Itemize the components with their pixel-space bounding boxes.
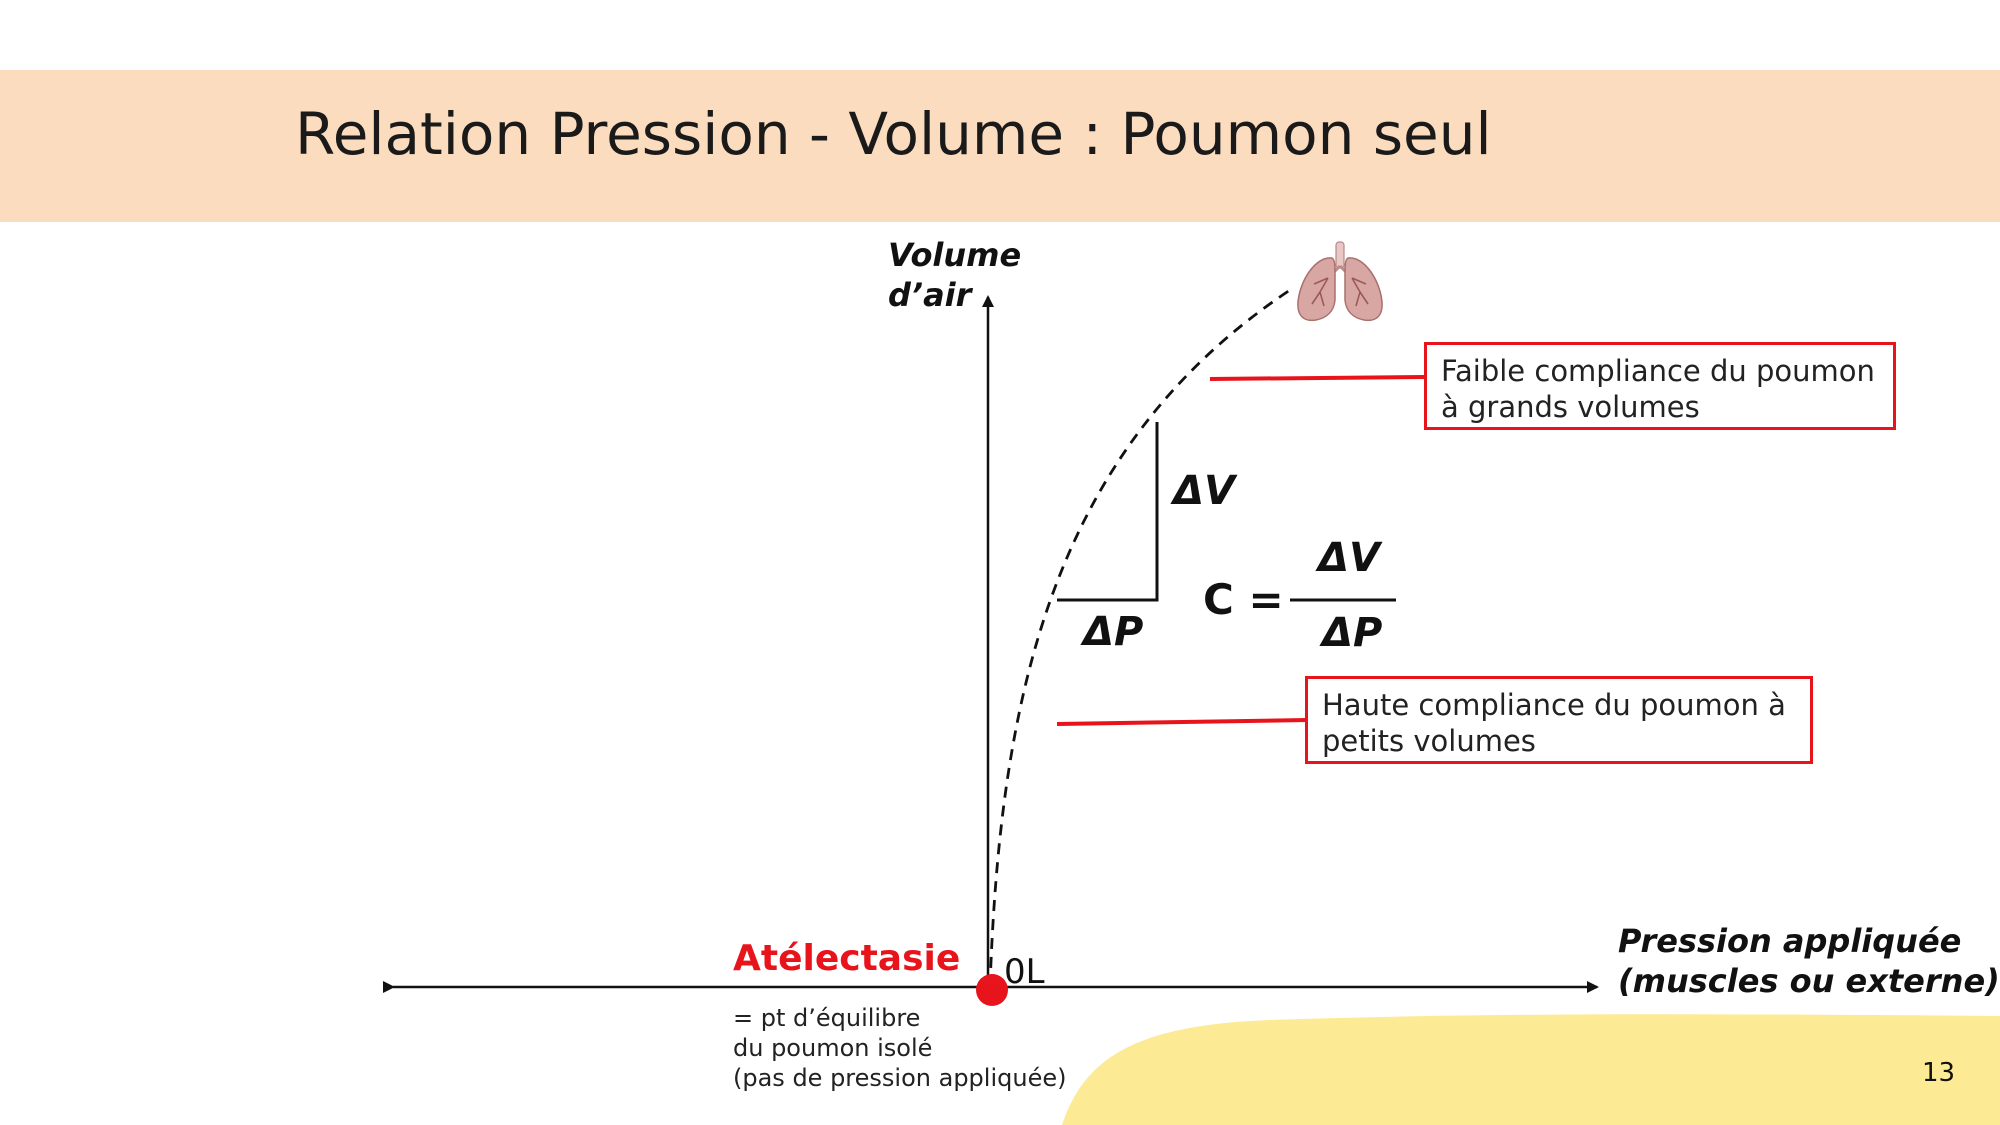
lungs-icon [1297, 241, 1383, 322]
atelectasie-label: Atélectasie [733, 938, 961, 979]
x-axis-label: Pression appliquée (muscles ou externe) [1618, 921, 2000, 1001]
y-axis-label-line2: d’air [888, 276, 972, 314]
callout-arrow-low-volume [1056, 711, 1322, 728]
formula-lhs: C = [1203, 575, 1284, 624]
slope-triangle [1057, 422, 1159, 602]
y-axis-label-line1: Volume [888, 236, 1022, 274]
formula-denominator: ΔP [1322, 610, 1383, 656]
page-number: 13 [1922, 1058, 1956, 1088]
formula-numerator: ΔV [1318, 535, 1380, 581]
equilibrium-description: = pt d’équilibre du poumon isolé (pas de… [733, 1003, 1066, 1093]
x-axis-label-line1: Pression appliquée [1618, 922, 1962, 960]
delta-p-label: ΔP [1083, 609, 1144, 655]
compliance-curve [988, 288, 1291, 988]
delta-v-label: ΔV [1173, 468, 1235, 514]
callout-arrow-high-volume [1209, 368, 1440, 385]
x-axis-label-line2: (muscles ou externe) [1618, 962, 2000, 1000]
callout-low-volume: Haute compliance du poumon à petits volu… [1305, 676, 1813, 764]
equilibrium-line3: (pas de pression appliquée) [733, 1064, 1067, 1092]
equilibrium-point [976, 974, 1008, 1006]
equilibrium-line1: = pt d’équilibre [733, 1004, 921, 1032]
equilibrium-line2: du poumon isolé [733, 1034, 933, 1062]
origin-label: 0L [1004, 952, 1045, 992]
page-title: Relation Pression - Volume : Poumon seul [295, 100, 1492, 168]
callout-high-volume: Faible compliance du poumon à grands vol… [1424, 342, 1896, 430]
y-axis-label: Volume d’air [888, 235, 1021, 315]
title-banner [0, 70, 2000, 222]
